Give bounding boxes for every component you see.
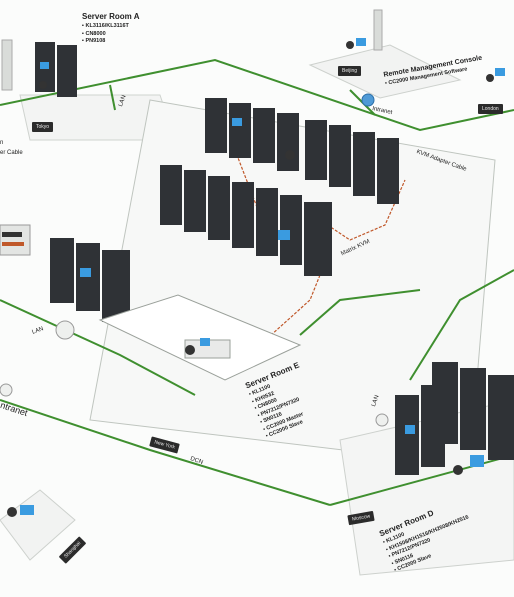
lan-switch-node	[375, 413, 389, 427]
rack	[205, 98, 227, 153]
rack	[50, 238, 74, 303]
workstation-monitor	[20, 505, 34, 515]
rack	[184, 170, 206, 232]
kvm-cable-c	[234, 149, 261, 216]
rack	[329, 125, 351, 187]
intranet-globe-icon	[361, 93, 375, 107]
left-device-panel	[0, 224, 31, 256]
rack	[353, 132, 375, 196]
rack	[253, 108, 275, 163]
rack	[305, 120, 327, 180]
city-building	[373, 9, 383, 51]
operator-person	[285, 150, 295, 160]
room-a-item: PN9108	[82, 38, 140, 46]
kvm-cable-a	[319, 179, 406, 241]
monitor	[200, 338, 210, 346]
rack	[488, 375, 514, 460]
operator-person	[486, 74, 494, 82]
rack	[232, 182, 254, 248]
room-a-label: Server Room A KL3116/KL3116T CN8000 PN91…	[82, 12, 140, 46]
rack-group-room-a	[35, 42, 77, 97]
room-a-item: KL3116/KL3116T	[82, 23, 140, 31]
rack	[229, 103, 251, 158]
kvm-screen	[80, 268, 91, 277]
rack	[57, 45, 77, 97]
rack	[160, 165, 182, 225]
operator-person	[453, 465, 463, 475]
left-edge-cable-label: er Cable	[0, 150, 23, 156]
kvm-screen	[232, 118, 242, 126]
rack	[256, 188, 278, 256]
rack-group-room-d	[395, 362, 514, 475]
city-badge-tokyo: Tokyo	[32, 122, 54, 132]
room-a-link-line	[109, 84, 116, 111]
rack-row-rear	[205, 98, 399, 204]
rack	[280, 195, 302, 265]
rack	[102, 250, 130, 322]
backbone-top-line	[0, 58, 514, 132]
workstation-monitor	[356, 38, 366, 46]
left-edge-label-n: n	[0, 140, 4, 146]
room-a-item-list: KL3116/KL3116T CN8000 PN9108	[82, 23, 140, 46]
kvm-screen	[405, 425, 415, 434]
operator-person	[346, 41, 354, 49]
right-lan-line	[409, 269, 514, 381]
network-lines	[0, 58, 514, 506]
rack-row-front	[160, 165, 332, 276]
glass-partition	[98, 294, 302, 381]
room-a-item: CN8000	[82, 31, 140, 39]
rack	[277, 113, 299, 171]
city-badge-beijing: Beijing	[338, 66, 362, 76]
rack	[395, 395, 419, 475]
room-e-link-line	[299, 289, 421, 336]
left-lan-line	[0, 299, 196, 396]
room-a-title: Server Room A	[82, 12, 140, 21]
intranet-bottom-line	[0, 399, 331, 506]
rack-group-left	[50, 238, 130, 322]
left-device-unit	[2, 232, 22, 237]
left-device-unit	[2, 242, 24, 246]
kvm-screen	[470, 455, 484, 467]
workstation-monitor	[495, 68, 505, 76]
kvm-screen	[278, 230, 290, 240]
lan-switch-node	[0, 383, 13, 397]
operator-person	[185, 345, 195, 355]
room-e-desk-area	[98, 294, 302, 381]
kvm-screen	[40, 62, 49, 69]
rack	[460, 368, 486, 450]
rack	[208, 176, 230, 240]
lan-switch-node	[55, 320, 75, 340]
operator-person	[39, 81, 47, 89]
rack	[304, 202, 332, 276]
city-building	[1, 39, 13, 91]
floor-remote-console	[308, 44, 462, 99]
floor-shanghai	[0, 489, 76, 561]
operator-person	[7, 507, 17, 517]
rack	[432, 362, 458, 444]
rack	[377, 138, 399, 204]
city-badge-london: London	[478, 104, 503, 114]
